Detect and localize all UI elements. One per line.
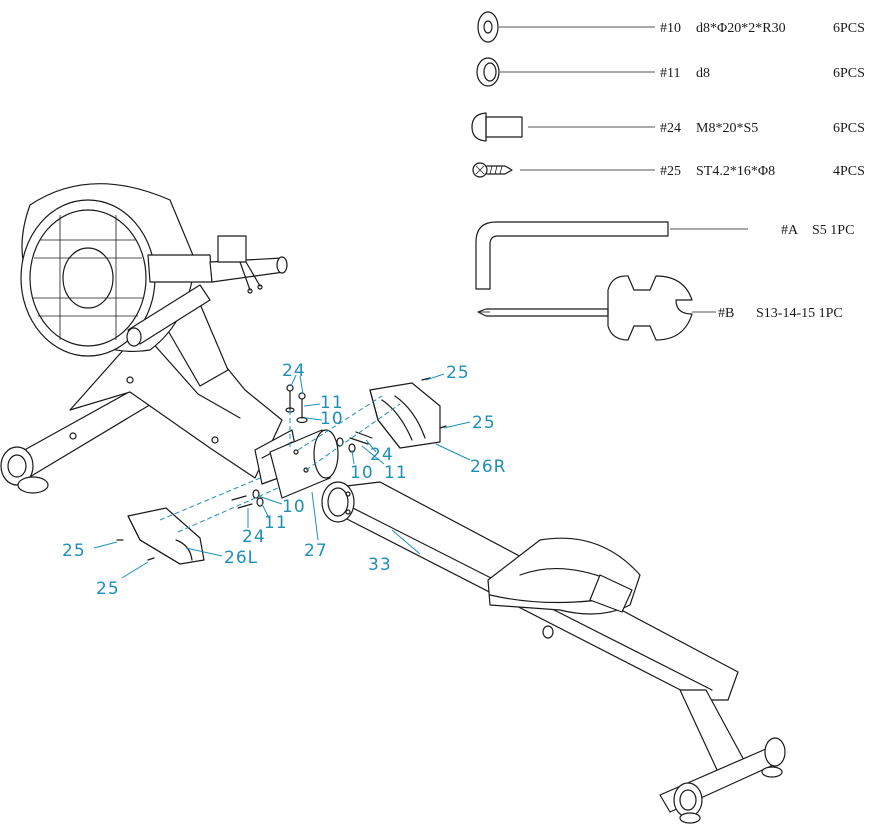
tool-a-code: #A bbox=[781, 223, 799, 238]
connector-tube-27 bbox=[269, 429, 339, 499]
callout-labels: 24 11 10 25 25 26R 24 10 11 10 11 24 27 … bbox=[62, 361, 506, 599]
callout-10-top: 10 bbox=[320, 409, 344, 429]
hw-11-code: #11 bbox=[660, 66, 680, 81]
spring-washer-icon bbox=[476, 57, 500, 87]
hw-10-code: #10 bbox=[660, 21, 681, 36]
hw-25-qty: 4PCS bbox=[833, 164, 865, 179]
tool-b-spec: S13-14-15 1PC bbox=[756, 306, 843, 321]
callout-26r: 26R bbox=[470, 457, 506, 477]
hw-25-spec: ST4.2*16*Φ8 bbox=[696, 164, 775, 179]
callout-10-mid: 10 bbox=[350, 463, 374, 483]
callout-25-bottom: 25 bbox=[96, 579, 120, 599]
hw-24-qty: 6PCS bbox=[833, 121, 865, 136]
hw-10-qty: 6PCS bbox=[833, 21, 865, 36]
callout-24-top: 24 bbox=[282, 361, 306, 381]
rail-33 bbox=[321, 481, 786, 824]
hardware-list: #10 d8*Φ20*2*R30 6PCS #11 d8 6PCS #24 M8… bbox=[471, 11, 865, 341]
screw-icon bbox=[472, 162, 513, 178]
end-cover-26r bbox=[369, 382, 441, 449]
seat bbox=[487, 537, 641, 639]
allen-key-icon bbox=[475, 221, 669, 290]
hw-11-spec: d8 bbox=[696, 66, 710, 81]
hw-11-qty: 6PCS bbox=[833, 66, 865, 81]
callout-10-low: 10 bbox=[282, 497, 306, 517]
callout-25-top: 25 bbox=[446, 363, 470, 383]
callout-33: 33 bbox=[368, 555, 392, 575]
callout-11-mid: 11 bbox=[384, 463, 408, 483]
callout-26l: 26L bbox=[224, 548, 258, 568]
tool-b-code: #B bbox=[718, 306, 734, 321]
hw-10-spec: d8*Φ20*2*R30 bbox=[696, 21, 786, 36]
callout-24-mid: 24 bbox=[370, 445, 394, 465]
callout-25-left: 25 bbox=[62, 541, 86, 561]
hw-25-code: #25 bbox=[660, 164, 681, 179]
wrench-screwdriver-icon bbox=[477, 275, 693, 341]
tool-a-spec: S5 1PC bbox=[812, 223, 854, 238]
callout-leaders bbox=[93, 373, 471, 579]
curved-washer-icon bbox=[477, 11, 499, 43]
hex-bolt-icon bbox=[471, 112, 523, 142]
alignment-lines bbox=[159, 395, 401, 533]
callout-24-low: 24 bbox=[242, 527, 266, 547]
end-cover-26l bbox=[127, 507, 205, 565]
callout-11-top: 11 bbox=[320, 393, 344, 413]
callout-25-right: 25 bbox=[472, 413, 496, 433]
rower-front-frame bbox=[0, 183, 301, 494]
callout-11-low: 11 bbox=[264, 513, 288, 533]
hw-24-spec: M8*20*S5 bbox=[696, 121, 758, 136]
hw-24-code: #24 bbox=[660, 121, 681, 136]
fan-grille bbox=[32, 215, 144, 340]
callout-27: 27 bbox=[304, 541, 328, 561]
